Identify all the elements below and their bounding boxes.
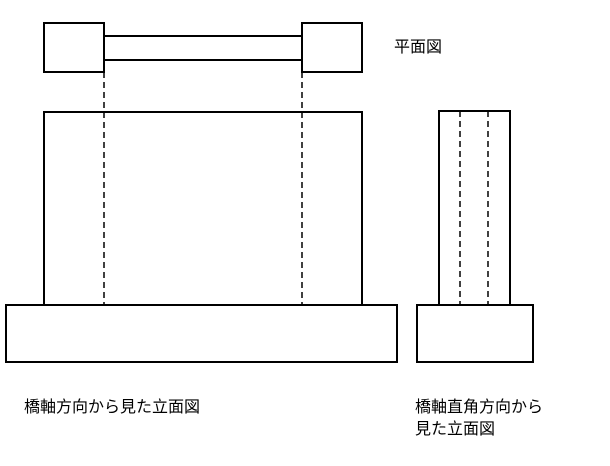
elevation-pier-body	[43, 111, 363, 306]
plan-view-label: 平面図	[394, 37, 443, 56]
plan-beam	[103, 35, 303, 61]
elevation-perpendicular	[416, 110, 534, 363]
plan-left-column	[43, 22, 105, 73]
elevation-perpendicular-label-line1: 橋軸直角方向から	[415, 397, 544, 416]
projection-lines	[103, 72, 303, 112]
plan-right-column	[301, 22, 363, 73]
elevation-perpendicular-label-line2: 見た立面図	[415, 419, 496, 438]
elevation-bridge-axis	[5, 111, 398, 363]
side-footing	[416, 304, 534, 363]
elevation-footing	[5, 304, 398, 363]
plan-view	[43, 22, 363, 73]
elevation-bridge-axis-label: 橋軸方向から見た立面図	[24, 397, 201, 416]
elevation-perpendicular-label: 橋軸直角方向から 見た立面図	[415, 396, 543, 440]
side-pier-body	[438, 110, 511, 306]
